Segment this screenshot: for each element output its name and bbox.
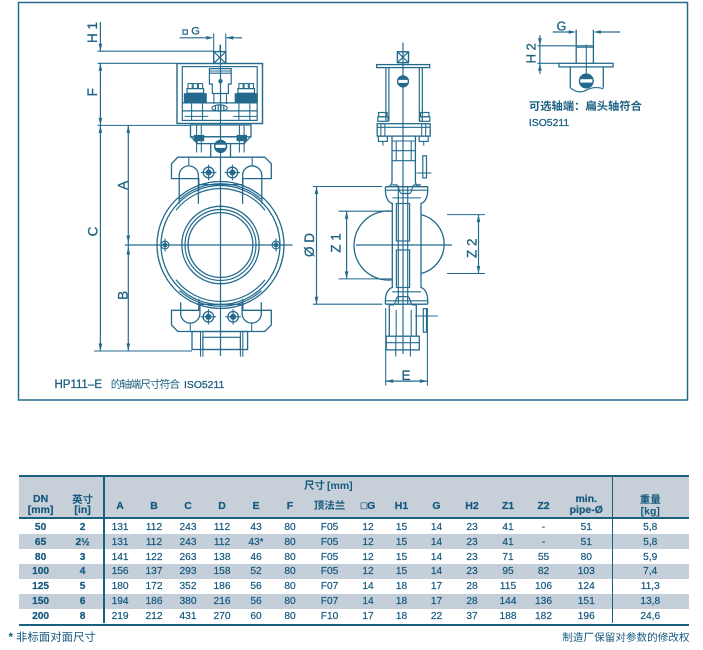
svg-text:[mm]: [mm] [327, 480, 353, 492]
svg-text:C: C [85, 226, 100, 236]
svg-text:ISO5211: ISO5211 [184, 380, 224, 391]
svg-text:HP111–E: HP111–E [55, 379, 103, 391]
svg-text:A: A [116, 181, 131, 190]
svg-text:H 2: H 2 [524, 43, 539, 63]
svg-text:G: G [191, 26, 200, 38]
svg-text:E: E [401, 368, 410, 383]
svg-text:Z 1: Z 1 [329, 233, 344, 253]
svg-text:Ø D: Ø D [302, 233, 317, 257]
svg-text:[kg]: [kg] [641, 506, 660, 518]
svg-text:Z 2: Z 2 [465, 238, 480, 258]
svg-text:ISO5211: ISO5211 [529, 118, 569, 129]
svg-text:H 1: H 1 [85, 22, 100, 43]
svg-text:F: F [85, 88, 100, 96]
svg-text:B: B [116, 291, 131, 300]
svg-text:G: G [557, 20, 567, 34]
svg-text:*: * [9, 632, 14, 644]
